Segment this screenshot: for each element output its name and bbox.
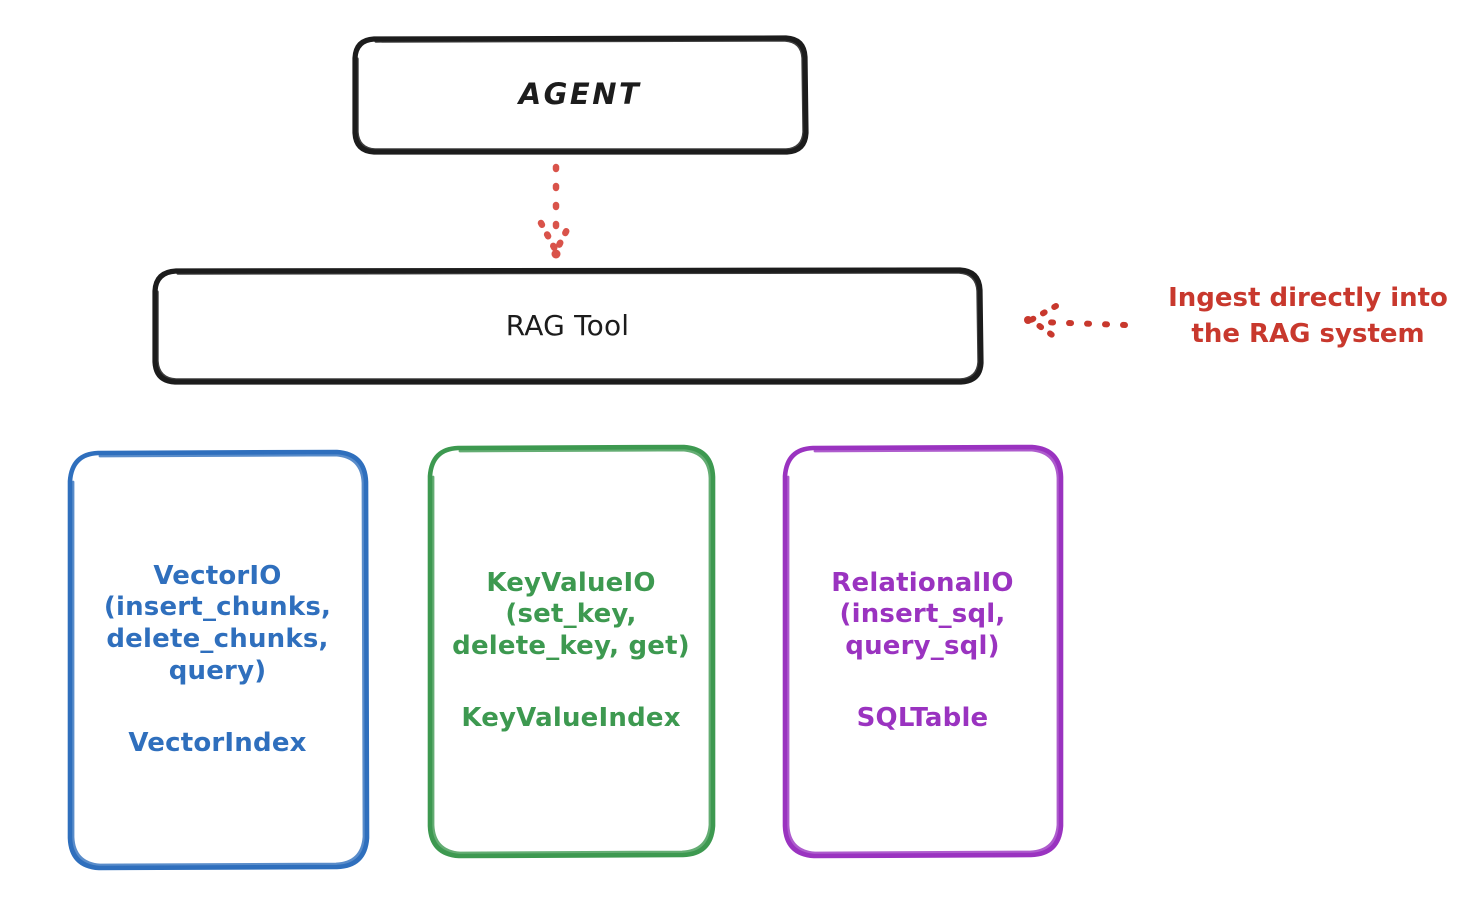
- sql-table-text: SQLTable: [856, 702, 989, 733]
- ingest-pointer-arrow: [1024, 303, 1128, 340]
- vector-io-node-label: VectorIO (insert_chunks, delete_chunks, …: [70, 452, 365, 868]
- relational-io-api-text: RelationalIO (insert_sql, query_sql): [831, 567, 1014, 661]
- vector-io-api-text: VectorIO (insert_chunks, delete_chunks, …: [103, 560, 332, 686]
- ingest-annotation-text: Ingest directly into the RAG system: [1168, 283, 1448, 349]
- agent-to-rag-arrow: [537, 163, 575, 259]
- key-value-io-api-text: KeyValueIO (set_key, delete_key, get): [452, 567, 690, 661]
- vector-index-text: VectorIndex: [128, 727, 307, 758]
- relational-io-node-label: RelationalIO (insert_sql, query_sql) SQL…: [785, 447, 1060, 855]
- key-value-io-node-label: KeyValueIO (set_key, delete_key, get) Ke…: [430, 447, 712, 855]
- key-value-index-text: KeyValueIndex: [461, 702, 681, 733]
- agent-node-label: AGENT: [518, 77, 642, 112]
- rag-tool-node-label: RAG Tool: [505, 308, 630, 342]
